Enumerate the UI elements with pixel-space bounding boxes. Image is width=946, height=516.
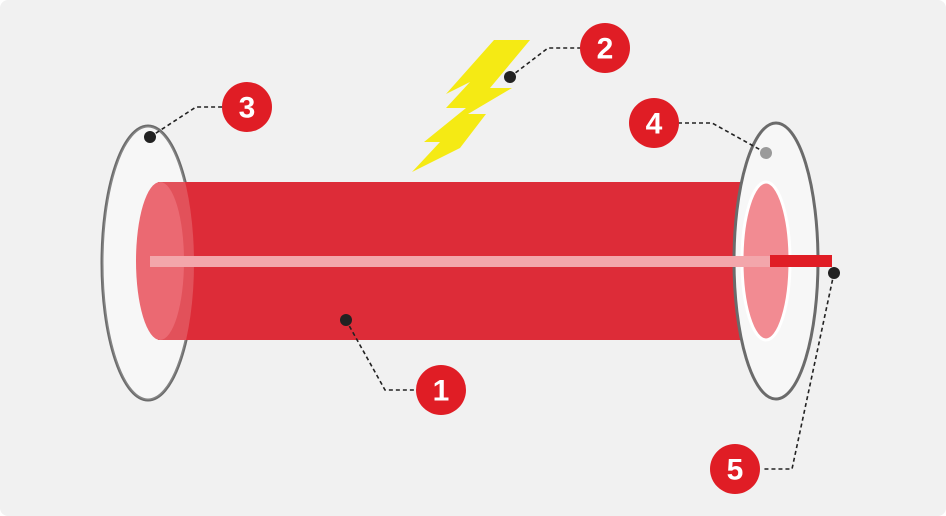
anchor-dot-4: [760, 147, 772, 159]
anchor-dot-3: [144, 131, 156, 143]
callout-number-3: 3: [239, 92, 256, 125]
callout-badge-1: 1: [416, 365, 466, 415]
callout-badge-4: 4: [629, 98, 679, 148]
callout-badge-5: 5: [710, 444, 760, 494]
leader-lines: [149, 47, 835, 470]
callout-number-1: 1: [433, 375, 450, 408]
callout-number-2: 2: [597, 33, 614, 66]
anchor-dots: [144, 71, 840, 326]
leader-line-5: [762, 272, 835, 470]
anchor-dot-2: [504, 71, 516, 83]
internal-beam: [150, 256, 772, 267]
leader-line-2: [509, 47, 582, 78]
leader-line-1: [345, 319, 418, 391]
leader-line-3: [149, 106, 224, 138]
callout-number-4: 4: [646, 108, 663, 141]
lightning-bolt: [412, 40, 530, 172]
callout-badge-2: 2: [580, 23, 630, 73]
anchor-dot-1: [340, 314, 352, 326]
left-mirror-overlay: [102, 126, 194, 400]
anchor-dot-5: [828, 267, 840, 279]
output-beam: [770, 255, 832, 267]
callout-number-5: 5: [727, 454, 744, 487]
callout-badge-3: 3: [222, 82, 272, 132]
